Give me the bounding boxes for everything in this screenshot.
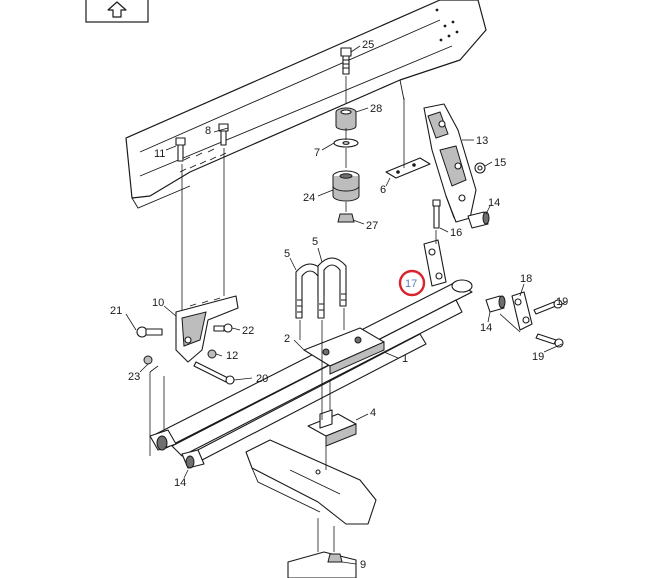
washer-7 [333,138,359,148]
bushing-14-rear [485,295,506,313]
bushing-14-upper [467,211,490,229]
callout-4[interactable]: 4 [370,407,376,419]
rear-hanger-bracket-13 [423,103,477,223]
leaf-spring-1 [155,279,473,461]
bottom-bracket [287,551,357,578]
callout-8[interactable]: 8 [205,125,211,137]
callout-28[interactable]: 28 [370,103,382,115]
bolt-20 [193,361,235,385]
up-arrow-icon [107,1,127,18]
chassis-frame-rail [125,0,487,209]
callout-22[interactable]: 22 [242,325,254,337]
rubber-mount-28 [335,107,357,131]
nut-27 [337,213,355,223]
bolt-19-lower [535,333,564,348]
callout-9[interactable]: 9 [360,559,366,571]
callout-16[interactable]: 16 [450,227,462,239]
callout-leaders [125,45,567,565]
bushing-14-front [181,449,205,469]
spring-pad-2 [303,327,385,375]
callout-5-left[interactable]: 5 [284,248,290,260]
callout-21[interactable]: 21 [110,305,122,317]
u-bolt-5-right [317,257,347,319]
nut-23 [143,355,153,365]
callout-7[interactable]: 7 [314,147,320,159]
callout-13[interactable]: 13 [476,135,488,147]
spring-eye-front [149,429,177,451]
spring-plate-4 [307,409,357,447]
callout-5-right[interactable]: 5 [312,236,318,248]
callout-labels: 25 28 8 11 7 13 15 6 24 27 14 16 5 5 17 … [110,39,568,571]
callout-25[interactable]: 25 [362,39,374,51]
guide-lines [149,76,521,552]
callout-19-upper[interactable]: 19 [556,296,568,308]
callout-14-upper[interactable]: 14 [488,197,500,209]
bolt-16 [432,199,441,229]
callout-18[interactable]: 18 [520,273,532,285]
front-hanger-bracket-10 [175,295,239,363]
bolt-11 [175,137,186,162]
bolt-25 [340,47,352,75]
highlight-ring-17 [398,269,426,297]
callout-1[interactable]: 1 [402,353,408,365]
callout-27[interactable]: 27 [366,220,378,232]
callout-20[interactable]: 20 [256,373,268,385]
nut-9 [327,553,343,563]
callout-23[interactable]: 23 [128,371,140,383]
bolt-19-upper [533,299,563,315]
bolt-8 [218,123,229,146]
plate-6 [385,157,431,179]
callout-19-lower[interactable]: 19 [532,351,544,363]
bolt-22 [213,323,233,333]
callout-6[interactable]: 6 [380,184,386,196]
callout-14-rear[interactable]: 14 [480,322,492,334]
bolt-12 [207,349,217,359]
callout-17[interactable]: 17 [405,278,417,290]
callout-10[interactable]: 10 [152,297,164,309]
nut-15 [474,162,486,174]
callout-15[interactable]: 15 [494,157,506,169]
up-arrow-button[interactable] [85,0,149,23]
rubber-mount-24 [332,170,360,202]
callout-2[interactable]: 2 [284,333,290,345]
callout-24[interactable]: 24 [303,192,315,204]
axle-housing [245,439,377,525]
callout-14-front[interactable]: 14 [174,477,186,489]
bolt-21 [136,326,163,338]
callout-11[interactable]: 11 [154,148,165,160]
callout-12[interactable]: 12 [226,350,238,362]
shackle-plate-17 [423,239,447,287]
shackle-18 [511,291,533,331]
